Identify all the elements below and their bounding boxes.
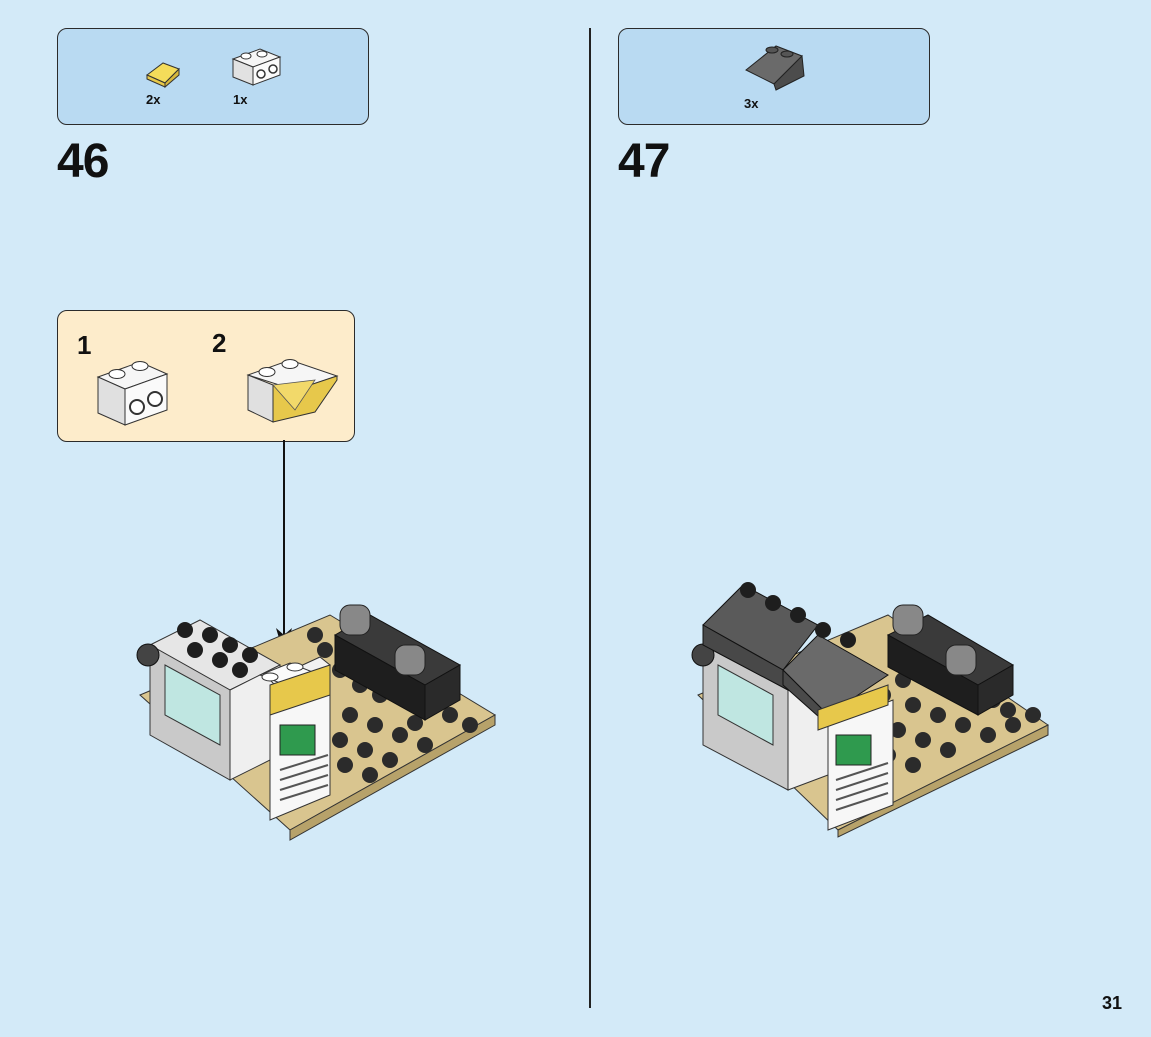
substep-label-2: 2 xyxy=(212,328,227,358)
substep-2-brick-with-slopes-icon xyxy=(246,359,339,423)
step-46-parts-box xyxy=(57,28,369,125)
step-number-46: 46 xyxy=(57,135,109,188)
step-47-model-illustration xyxy=(691,582,1049,838)
page-number: 31 xyxy=(1102,993,1123,1013)
dark-grey-slope-part-icon xyxy=(745,45,805,91)
substep-label-1: 1 xyxy=(77,330,92,360)
part-qty-dark-grey-slope: 3x xyxy=(744,96,759,111)
step-number-47: 47 xyxy=(618,135,670,188)
step-divider xyxy=(589,28,591,1008)
substep-1-brick-icon xyxy=(96,361,169,426)
step-46-model-illustration xyxy=(136,604,496,841)
white-brick-part-icon xyxy=(231,48,282,86)
yellow-slope-part-icon xyxy=(146,62,180,89)
part-qty-yellow-slope: 2x xyxy=(146,92,161,107)
part-qty-white-brick: 1x xyxy=(233,92,248,107)
